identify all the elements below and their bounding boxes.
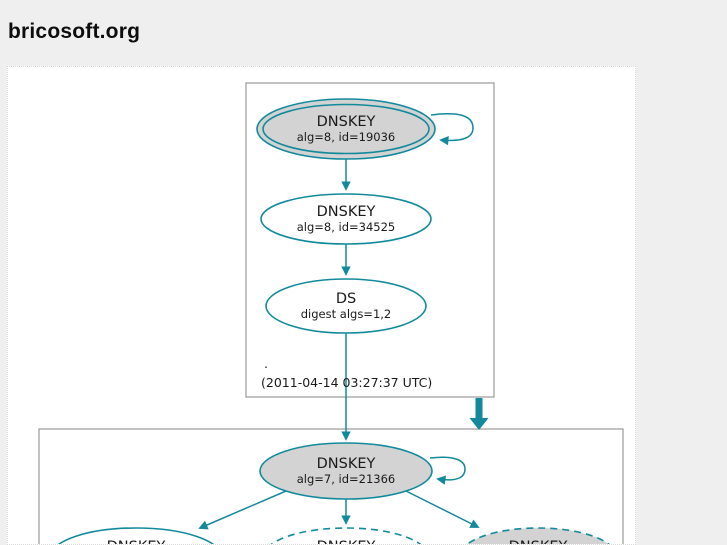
edge-child-ksk-to-key-left <box>198 490 287 530</box>
child-zone-cluster-box <box>38 428 624 544</box>
node-child-key-middle-label: DNSKEY <box>317 539 376 544</box>
edge-parent-ksk-self-loop <box>430 113 474 146</box>
node-parent-zsk[interactable]: DNSKEY alg=8, id=34525 <box>260 193 432 245</box>
node-parent-zsk-detail: alg=8, id=34525 <box>297 220 396 234</box>
node-child-key-right-label: DNSKEY <box>509 539 568 544</box>
node-parent-ds-detail: digest algs=1,2 <box>301 307 391 321</box>
page-title: bricosoft.org <box>8 20 141 43</box>
dnssec-graph: DNSKEY alg=8, id=19036 DNSKEY alg=8, id=… <box>38 82 624 544</box>
node-parent-zsk-label: DNSKEY <box>317 204 376 220</box>
node-child-ksk[interactable]: DNSKEY alg=7, id=21366 <box>259 442 433 500</box>
edge-child-ksk-to-key-right <box>405 490 480 528</box>
node-parent-ds[interactable]: DS digest algs=1,2 <box>265 278 427 334</box>
node-parent-ksk[interactable]: DNSKEY alg=8, id=19036 <box>256 98 436 160</box>
node-child-ksk-label: DNSKEY <box>317 456 376 472</box>
delegation-arrow-icon <box>469 398 489 430</box>
node-child-key-left[interactable]: DNSKEY <box>51 527 221 544</box>
parent-zone-cluster-box <box>245 82 495 398</box>
parent-zone-name: . <box>264 356 268 371</box>
node-child-key-right[interactable]: DNSKEY <box>460 527 616 544</box>
node-child-key-middle[interactable]: DNSKEY <box>264 527 428 544</box>
node-parent-ksk-detail: alg=8, id=19036 <box>297 130 396 144</box>
node-parent-ksk-label: DNSKEY <box>317 114 376 130</box>
node-child-key-left-label: DNSKEY <box>107 539 166 544</box>
node-parent-ds-label: DS <box>336 291 356 307</box>
edge-child-ksk-self-loop <box>429 456 466 485</box>
parent-zone-timestamp: (2011-04-14 03:27:37 UTC) <box>261 375 432 390</box>
dnssec-graph-canvas: DNSKEY alg=8, id=19036 DNSKEY alg=8, id=… <box>7 66 636 545</box>
node-child-ksk-detail: alg=7, id=21366 <box>297 472 396 486</box>
